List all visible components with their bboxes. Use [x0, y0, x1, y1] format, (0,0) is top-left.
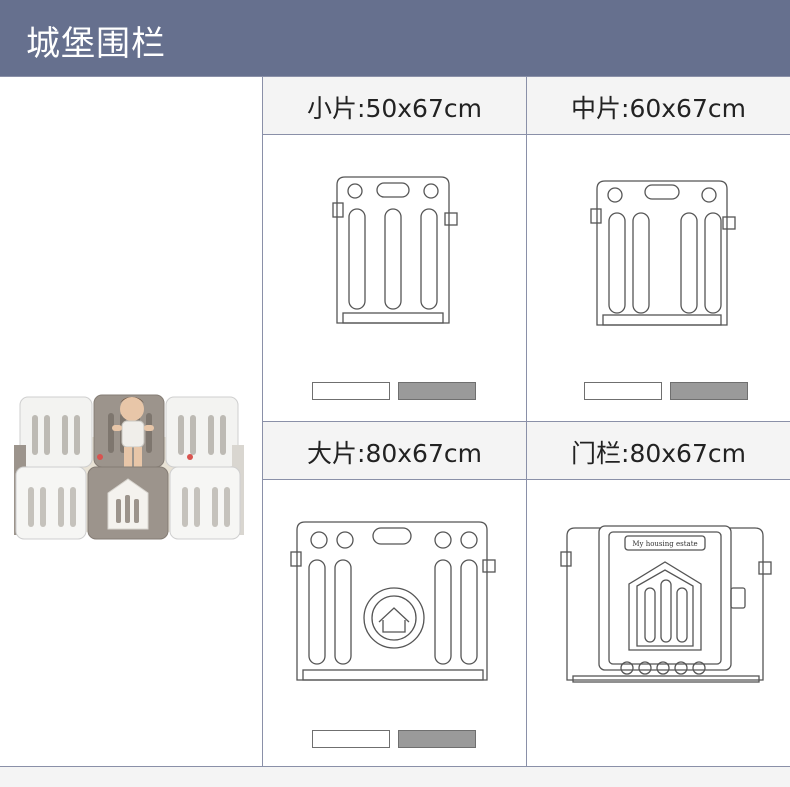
large-panel-diagram [290, 521, 496, 681]
page-header: 城堡围栏 [0, 0, 790, 76]
panel-size-label: 大片:80x67cm [307, 439, 482, 468]
medium-panel-diagram [590, 180, 736, 326]
panel-size-label: 小片:50x67cm [307, 94, 482, 123]
panel-card-gate: 门栏:80x67cm [527, 422, 790, 767]
color-swatch-white [312, 730, 390, 748]
panel-header: 门栏:80x67cm [527, 422, 790, 480]
panel-header: 大片:80x67cm [263, 422, 526, 480]
color-swatch-gray [398, 382, 476, 400]
panel-card-medium: 中片:60x67cm [527, 77, 790, 421]
color-swatch-white [312, 382, 390, 400]
page-footer [0, 766, 790, 787]
gate-panel-diagram: My housing estate [560, 525, 772, 683]
panel-header: 小片:50x67cm [263, 77, 526, 135]
color-swatch-gray [670, 382, 748, 400]
panel-size-label: 中片:60x67cm [571, 94, 746, 123]
color-swatch-white [584, 382, 662, 400]
small-panel-diagram [332, 176, 458, 324]
panel-size-label: 门栏:80x67cm [571, 439, 746, 468]
page-title: 城堡围栏 [26, 24, 166, 64]
product-photo [14, 394, 244, 540]
panel-card-large: 大片:80x67cm [263, 422, 526, 767]
divider [262, 77, 263, 767]
color-swatch-gray [398, 730, 476, 748]
divider [262, 421, 790, 422]
panel-card-small: 小片:50x67cm [263, 77, 526, 421]
panel-header: 中片:60x67cm [527, 77, 790, 135]
spec-grid: 小片:50x67cm 中片:60x67cm [0, 76, 790, 767]
divider [526, 77, 527, 767]
gate-sign-text: My housing estate [632, 540, 697, 548]
